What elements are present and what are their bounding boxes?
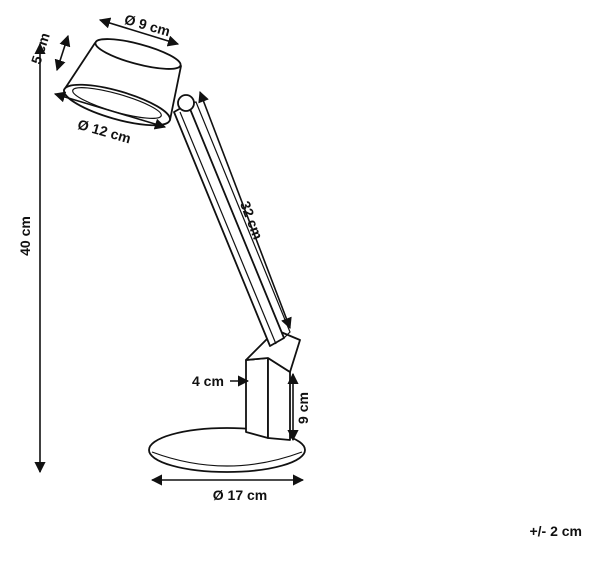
lamp-arm [173,101,291,347]
stem-height-label: 9 cm [295,392,311,424]
arm-dimension-line [198,90,292,330]
tolerance-label: +/- 2 cm [529,523,582,539]
total-height-label: 40 cm [17,216,33,256]
shade-height-dimension-line [54,34,71,72]
lamp-hinge [177,94,195,112]
shade-bottom-dimension-line [53,91,167,130]
shade-height-label: 5 cm [28,31,53,66]
base-diameter-label: Ø 17 cm [213,487,267,503]
dimension-lines [34,17,305,486]
shade-top-dimension-line [98,17,180,47]
stem-width-label: 4 cm [192,373,224,389]
lamp-stem [245,329,301,441]
lamp-illustration [63,38,306,473]
lamp-base [148,427,306,473]
